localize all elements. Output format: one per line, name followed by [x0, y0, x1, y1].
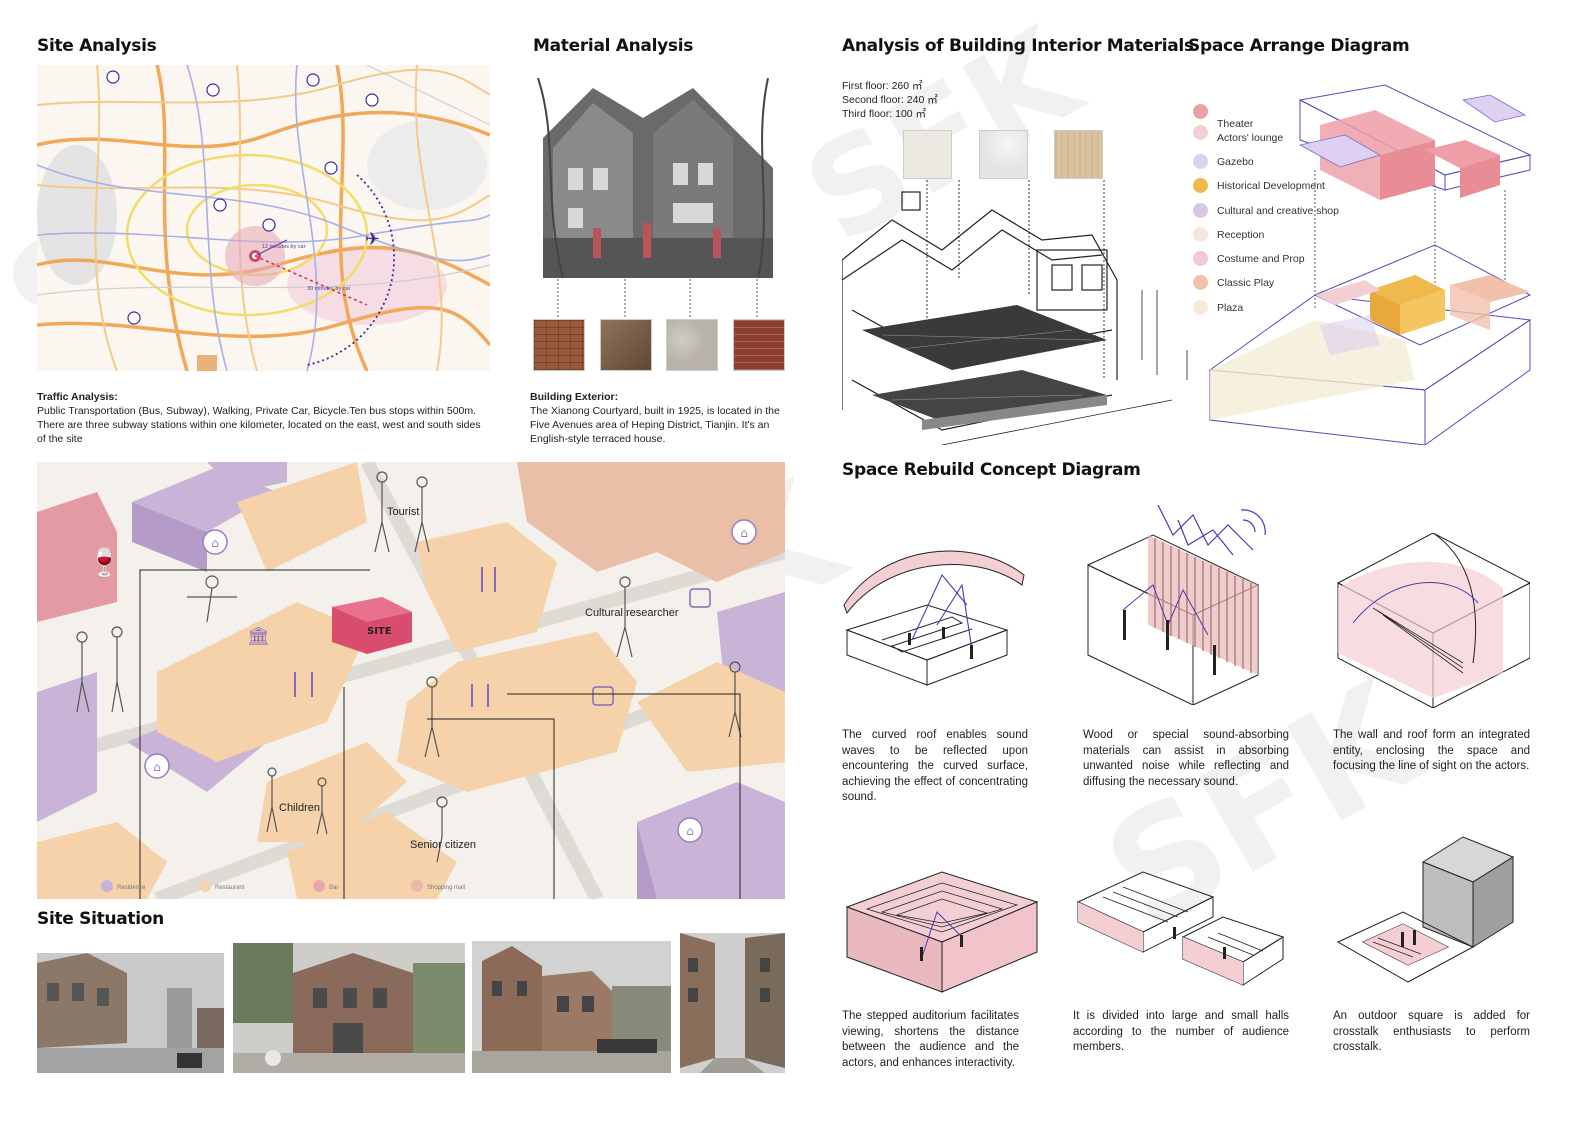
concept-curved-roof-diagram — [843, 550, 1025, 686]
svg-text:30 minutes by car: 30 minutes by car — [307, 286, 351, 292]
interior-swatch-1 — [903, 130, 952, 179]
legend-label-actors-lounge: Actors' lounge — [1217, 132, 1284, 144]
site-photo-4 — [680, 933, 785, 1073]
space-arrange-title: Space Arrange Diagram — [1188, 36, 1410, 56]
interior-section-drawing — [842, 180, 1188, 445]
legend-swatch-actors-lounge — [1193, 125, 1208, 140]
concept-enclosure-diagram — [1336, 533, 1530, 708]
svg-text:Children: Children — [279, 802, 320, 814]
concept-halls-diagram — [1076, 871, 1285, 986]
svg-text:⌂: ⌂ — [211, 536, 219, 550]
legend-swatch-gazebo — [1193, 154, 1208, 169]
legend-label-gazebo: Gazebo — [1217, 156, 1254, 168]
legend-label-cultural-shop: Cultural and creative shop — [1217, 205, 1339, 217]
legend-label-costume: Costume and Prop — [1217, 253, 1305, 265]
svg-text:Shopping mall: Shopping mall — [427, 885, 465, 891]
concept-outdoor-square-text: An outdoor square is added for crosstalk… — [1333, 1010, 1530, 1053]
concept-stepped-auditorium-text: The stepped auditorium facilitates viewi… — [842, 1010, 1019, 1069]
svg-text:⌂: ⌂ — [153, 760, 161, 774]
svg-text:Cultural researcher: Cultural researcher — [585, 607, 679, 619]
material-swatch-3 — [666, 319, 718, 371]
concept-sound-absorbing-text: Wood or special sound-absorbing material… — [1083, 729, 1289, 788]
legend-label-theater: Theater — [1217, 118, 1254, 130]
svg-text:Residence: Residence — [117, 885, 146, 891]
material-analysis-title: Material Analysis — [533, 36, 694, 56]
concept-stepped-auditorium-diagram — [845, 871, 1039, 993]
legend-label-classic-play: Classic Play — [1217, 277, 1275, 289]
concept-enclosure-text: The wall and roof form an integrated ent… — [1333, 729, 1530, 772]
svg-text:Tourist: Tourist — [387, 506, 419, 518]
building-exterior-photo — [537, 78, 773, 279]
site-photo-2 — [233, 943, 465, 1073]
legend-label-historical: Historical Development — [1217, 180, 1325, 192]
svg-text:⌂: ⌂ — [686, 824, 694, 838]
legend-swatch-classic-play — [1193, 275, 1208, 290]
legend-swatch-cultural-shop — [1193, 203, 1208, 218]
svg-text:12 minutes by car: 12 minutes by car — [262, 244, 306, 250]
site-photo-1 — [37, 953, 224, 1073]
concept-sound-absorbing-diagram — [1086, 505, 1266, 705]
svg-text:Senior citizen: Senior citizen — [410, 839, 476, 851]
traffic-map: 12 minutes by car 30 minutes by car ✈ — [37, 65, 490, 371]
site-situation-title: Site Situation — [37, 909, 164, 929]
space-arrange-exploded-axon — [1208, 84, 1532, 445]
svg-text:Restaurant: Restaurant — [215, 885, 245, 891]
legend-swatch-theater — [1193, 104, 1208, 119]
site-photo-3 — [472, 941, 671, 1073]
material-swatch-1 — [533, 319, 585, 371]
site-situation-map: SITE ⌂⌂⌂⌂ 🍷 🏛 Tourist Cultural — [37, 462, 785, 899]
interior-materials-title: Analysis of Building Interior Materials — [842, 36, 1194, 56]
traffic-caption: Traffic Analysis: Public Transportation … — [37, 391, 481, 445]
svg-text:SITE: SITE — [367, 626, 392, 637]
svg-text:⌂: ⌂ — [740, 526, 748, 540]
svg-text:✈: ✈ — [365, 229, 380, 250]
concept-halls-text: It is divided into large and small halls… — [1073, 1010, 1289, 1053]
rebuild-concept-title: Space Rebuild Concept Diagram — [842, 460, 1141, 480]
material-swatch-4 — [733, 319, 785, 371]
legend-swatch-plaza — [1193, 300, 1208, 315]
floor-areas: First floor: 260 ㎡ Second floor: 240 ㎡ T… — [842, 80, 938, 120]
svg-text:🍷: 🍷 — [87, 546, 122, 579]
legend-label-plaza: Plaza — [1217, 302, 1244, 314]
legend-swatch-historical — [1193, 178, 1208, 193]
exterior-caption: Building Exterior: The Xianong Courtyard… — [530, 391, 780, 445]
site-analysis-title: Site Analysis — [37, 36, 157, 56]
concept-curved-roof-text: The curved roof enables sound waves to b… — [842, 729, 1028, 803]
material-leaders — [557, 275, 758, 317]
material-swatch-2 — [600, 319, 652, 371]
legend-swatch-reception — [1193, 227, 1208, 242]
concept-outdoor-square-diagram — [1336, 836, 1515, 983]
svg-text:🏛: 🏛 — [247, 626, 270, 647]
legend-label-reception: Reception — [1217, 229, 1265, 241]
interior-swatch-3 — [1054, 130, 1103, 179]
legend-swatch-costume — [1193, 251, 1208, 266]
svg-text:Bar: Bar — [329, 885, 338, 891]
interior-swatch-2 — [979, 130, 1028, 179]
